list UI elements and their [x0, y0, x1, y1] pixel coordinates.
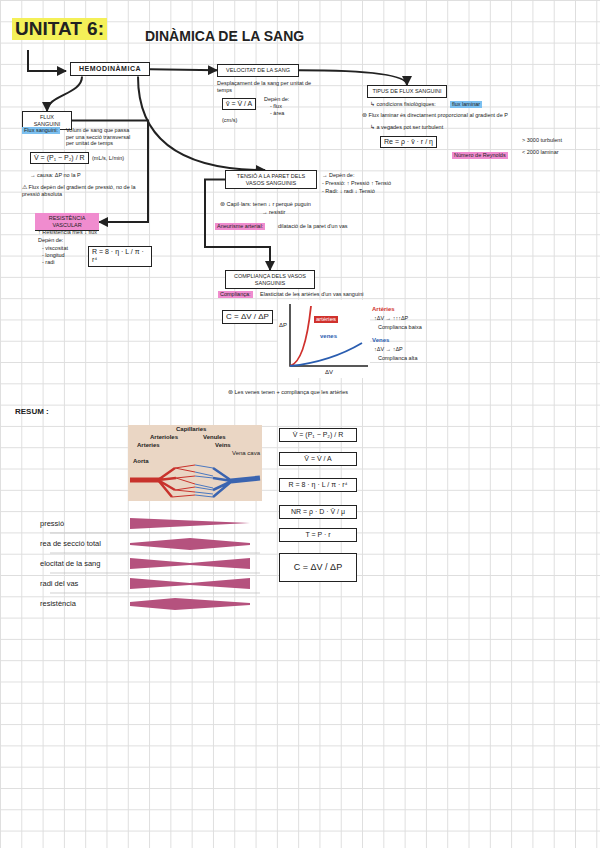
note-text: ↑ΔV → ↑ΔP [374, 346, 403, 353]
formula-box: R = 8 · η · L / π · r⁴ [279, 478, 357, 492]
note-text: ↑ Resistència més ↓ flux [38, 229, 97, 236]
note-text: Flux sanguini: [22, 127, 60, 134]
note-text: - viscositat [42, 245, 68, 252]
arrow-connector [47, 76, 82, 111]
note-text: Complianca baixa [378, 324, 422, 331]
formula-box: V̄ = V̇ / A [279, 452, 357, 466]
note-text: ↳ a vegades pot ser turbulent [370, 124, 443, 131]
note-text: (cm/s) [222, 117, 237, 124]
note-text: Vena cava [232, 450, 260, 457]
note-text: Aneurisme arterial: [215, 223, 265, 230]
note-text: Venules [203, 434, 226, 441]
note-text: elocitat de la sang [40, 559, 100, 568]
arrow-connector [205, 180, 270, 270]
note-text: Depèn de: [38, 237, 63, 244]
note-text: → Depèn de: [322, 172, 354, 179]
note-text: radi del vas [40, 579, 78, 588]
note-text: v̄ = V̇ / A [222, 98, 256, 110]
note-text: Capillaries [176, 426, 206, 433]
circulation-illustration [128, 425, 262, 501]
note-text: - Radi: ↓ radi ↓ Tensió [322, 188, 375, 195]
note-text: ⊛ Les venes tenen + compliança que les a… [228, 389, 348, 396]
note-text: Aorta [133, 458, 149, 465]
node-text: NR = ρ · D · V̄ / μ [283, 508, 353, 516]
node-text: TENSIÓ A LA PARET DELS VASOS SANGUINIS [229, 173, 313, 186]
note-text: RESUM : [15, 407, 49, 417]
note-text: flux laminar [450, 101, 482, 108]
note-text: pressió [40, 519, 64, 528]
node-text: RESISTÈNCIA VASCULAR [38, 215, 96, 228]
note-text: Arteries [137, 442, 160, 449]
note-text: < 2000 laminar [522, 149, 559, 156]
highlight-box: RESISTÈNCIA VASCULAR [35, 213, 99, 231]
arrow-connector [299, 70, 407, 85]
note-text: ↳ condicions fisiològiques: [370, 101, 436, 108]
note-text: - Pressió: ↑ Pressió ↑ Tensió [322, 180, 391, 187]
note-text: Volum de sang que passa per una secció t… [66, 127, 138, 147]
node-text: C = ΔV / ΔP [283, 562, 353, 573]
note-text: dilatació de la paret d'un vas [278, 223, 348, 230]
note-text: R = 8 · η · L / π · r⁴ [88, 246, 152, 267]
note-text: ΔP [279, 322, 287, 329]
note-text: Artèries [372, 306, 395, 313]
note-text: - radi [42, 259, 55, 266]
note-text: ⊛ Capil·lars: tenen ↓ r perquè puguin [220, 201, 311, 208]
node-text: FLUX SANGUINI [26, 114, 68, 127]
note-text: Depèn de: [264, 96, 289, 103]
note-text: C = ΔV / ΔP [222, 310, 273, 324]
note-text: Venes [372, 337, 389, 344]
title-leader [28, 50, 66, 71]
node-text: COMPLIANÇA DELS VASOS SANGUINIS [229, 273, 311, 286]
node-text: V̇ = (P₁ − P₂) / R [283, 431, 353, 439]
node-text: HEMODINÀMICA [74, 65, 146, 73]
note-text: ΔV [325, 369, 333, 376]
note-text: (mL/s, L/min) [92, 155, 124, 162]
note-text: ↑ΔV → ↑↑↑ΔP [374, 315, 408, 322]
arrow-connector [138, 76, 265, 170]
node-text: R = 8 · η · L / π · r⁴ [283, 481, 353, 489]
node-text: VELOCITAT DE LA SANG [221, 67, 295, 74]
topic-box: TENSIÓ A LA PARET DELS VASOS SANGUINIS [225, 170, 317, 189]
note-text: Re = ρ · v̄ · r / η [380, 136, 437, 148]
note-text: - flux [270, 103, 282, 110]
formula-box: V̇ = (P₁ − P₂) / R [279, 428, 357, 442]
node-text: T = P · r [283, 531, 353, 539]
note-text: venes [320, 333, 337, 340]
note-text: resistència [40, 599, 76, 608]
arrow-connector [150, 69, 217, 70]
note-text: → resistir [262, 209, 285, 216]
formula-box: NR = ρ · D · V̄ / μ [279, 505, 357, 519]
note-text: ⊛ Flux laminar és directament proporcion… [362, 112, 508, 119]
note-text: Desplaçament de la sang per unitat de te… [217, 80, 317, 93]
note-text: DINÀMICA DE LA SANG [145, 28, 304, 45]
formula-box: T = P · r [279, 528, 357, 542]
note-text: rea de secció total [40, 539, 101, 548]
note-text: Número de Reynolds [452, 152, 508, 159]
topic-box: COMPLIANÇA DELS VASOS SANGUINIS [225, 270, 315, 289]
note-text: artèries [314, 316, 338, 323]
note-text: > 3000 turbulent [522, 137, 562, 144]
page-title: UNITAT 6: [12, 18, 107, 40]
note-text: Compliança: [218, 291, 253, 298]
topic-box: TIPUS DE FLUX SANGUINI [367, 85, 447, 98]
compliance-chart [278, 300, 370, 378]
note-text: Arterioles [150, 434, 178, 441]
note-text: V̇ = (P₁ − P₂) / R [30, 152, 89, 164]
note-text: Elasticitat de les artèries d'un vas san… [260, 291, 363, 298]
note-text: - àrea [270, 110, 284, 117]
topic-box: HEMODINÀMICA [70, 62, 150, 76]
note-text: - longitud [42, 252, 65, 259]
note-text: Veins [215, 442, 231, 449]
note-text: ⚠ Flux depèn del gradient de pressió, no… [22, 184, 138, 197]
note-text: Complianca alta [378, 355, 417, 362]
note-text: → causa: ΔP no la P [30, 172, 81, 179]
formula-box: C = ΔV / ΔP [279, 553, 357, 582]
topic-box: VELOCITAT DE LA SANG [217, 64, 299, 77]
node-text: V̄ = V̇ / A [283, 455, 353, 463]
node-text: TIPUS DE FLUX SANGUINI [371, 88, 443, 95]
